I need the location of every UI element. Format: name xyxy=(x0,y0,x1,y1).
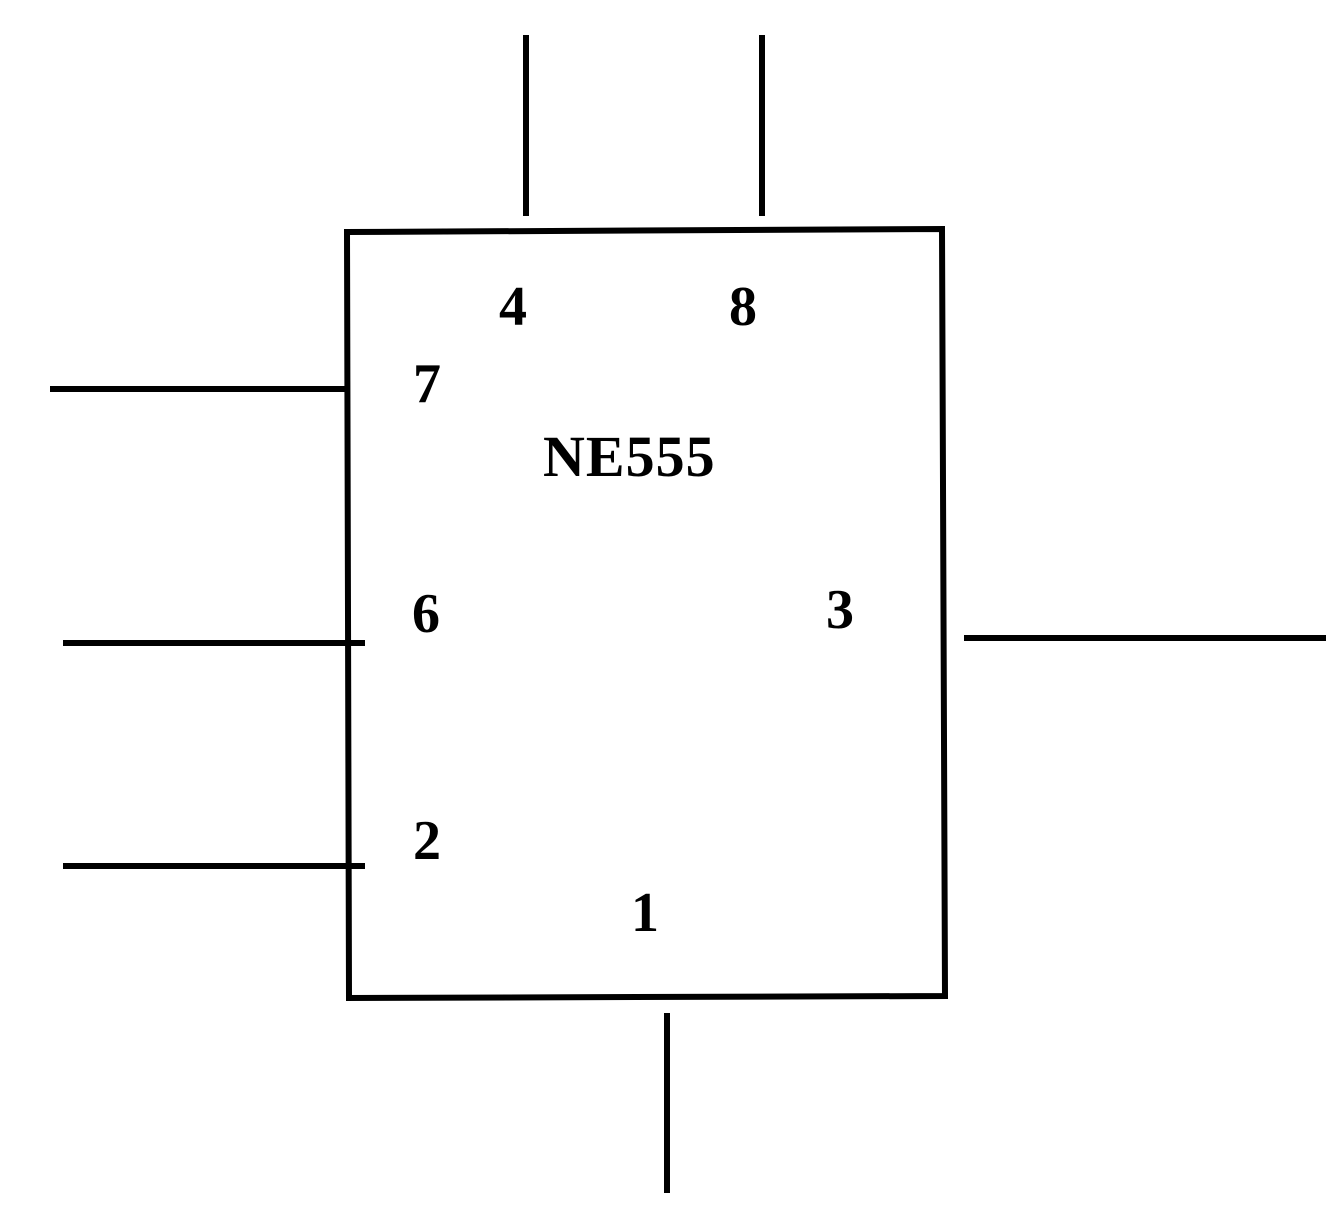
pin-1-label: 1 xyxy=(631,882,659,944)
pin-7-label: 7 xyxy=(413,353,441,415)
pin-4-label: 4 xyxy=(499,276,527,338)
pin-3-label: 3 xyxy=(826,579,854,641)
pin-6-label: 6 xyxy=(412,583,440,645)
pin-8-label: 8 xyxy=(729,276,757,338)
pin-2-label: 2 xyxy=(413,810,441,872)
chip-name-label: NE555 xyxy=(543,424,716,489)
chip-body xyxy=(343,225,949,1002)
